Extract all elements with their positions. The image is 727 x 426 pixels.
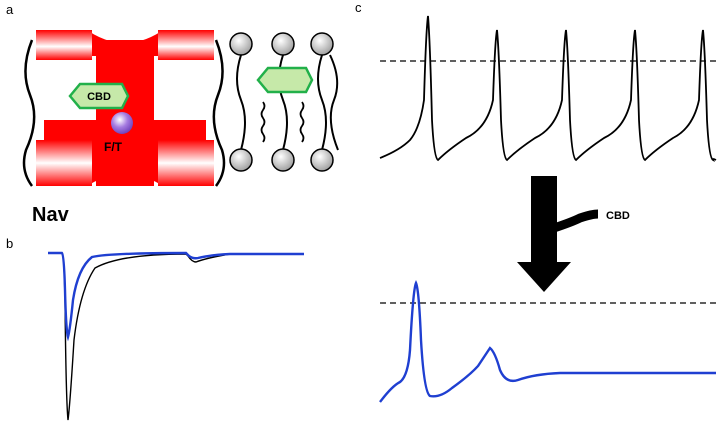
panel-b-letter: b — [6, 236, 13, 251]
membrane-right-edge — [329, 54, 339, 151]
lipid-head — [310, 32, 334, 56]
panel-b: b — [6, 236, 304, 421]
panel-c: c CBD — [355, 0, 720, 403]
membrane-left-edge — [22, 39, 36, 187]
nav-bottom-left-domain — [36, 140, 92, 186]
lipid-tail — [236, 54, 246, 151]
lipid-tail-kink — [299, 101, 305, 143]
lipid-tail-kink — [260, 101, 266, 143]
cbd-arrow: CBD — [517, 176, 630, 292]
lipid-head — [229, 32, 253, 56]
cbd-molecule-membrane — [256, 66, 314, 94]
current-trace-control — [48, 252, 304, 421]
nav-channel — [26, 28, 224, 188]
cbd-label-channel: CBD — [87, 91, 111, 103]
cbd-molecule-channel: CBD — [68, 82, 130, 110]
nav-top-right-domain — [158, 30, 214, 60]
panel-a-letter: a — [6, 2, 14, 17]
panel-a: a CBD F/T — [6, 2, 339, 226]
firing-trace-control — [379, 15, 717, 163]
lipid-bilayer — [229, 32, 339, 172]
lipid-head — [271, 148, 295, 172]
current-trace-cbd — [48, 251, 304, 342]
lipid-tail — [317, 54, 327, 151]
panel-c-letter: c — [355, 0, 362, 15]
cbd-label-arrow: CBD — [606, 210, 630, 222]
ft-site-label: F/T — [104, 140, 123, 154]
lipid-head — [229, 148, 253, 172]
membrane-channel-edge — [212, 39, 226, 187]
lipid-head — [310, 148, 334, 172]
nav-bottom-right-domain — [158, 140, 214, 186]
nav-label: Nav — [32, 204, 70, 226]
lipid-head — [271, 32, 295, 56]
firing-trace-cbd — [379, 279, 716, 403]
ft-site-marker — [111, 112, 133, 134]
nav-top-left-domain — [36, 30, 92, 60]
